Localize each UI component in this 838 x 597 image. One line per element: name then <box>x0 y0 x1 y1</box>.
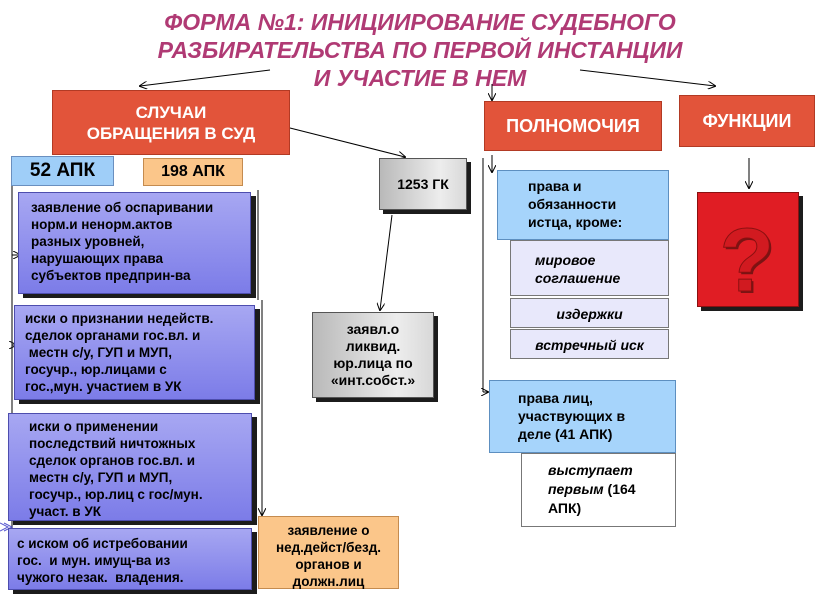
case-3-line-1: иски о применении <box>29 419 159 434</box>
case-box-4: с иском об истребовании гос. и мун. имущ… <box>8 528 252 590</box>
liquidation-line-4: «инт.собст.» <box>330 372 416 388</box>
exception-settlement-label: мировое соглашение <box>535 252 621 286</box>
plaintiff-rights-line-1: права и <box>528 178 582 194</box>
invalid-action-box: заявление о нед.дейст/безд. органов и до… <box>258 516 399 589</box>
case-3-line-5: госучр., юр.лиц с гос/мун. <box>29 487 203 502</box>
invalid-line-4: должн.лиц <box>292 574 365 589</box>
exception-counterclaim: встречный иск <box>510 329 669 359</box>
case-3-line-2: последствий ничтожных <box>29 436 196 451</box>
functions-header-label: ФУНКЦИИ <box>702 110 792 131</box>
tag-198-apk: 198 АПК <box>143 158 243 186</box>
case-1-line-3: разных уровней, <box>31 234 145 249</box>
case-2-line-4: госучр., юр.лицами с <box>25 362 167 377</box>
title-line-1: ФОРМА №1: ИНИЦИИРОВАНИЕ СУДЕБНОГО <box>164 9 676 35</box>
cases-header-line-1: СЛУЧАИ <box>135 102 207 122</box>
tag-1253-gk: 1253 ГК <box>379 158 467 210</box>
cases-header-line-2: ОБРАЩЕНИЯ В СУД <box>86 123 256 143</box>
cases-header: СЛУЧАИ ОБРАЩЕНИЯ В СУД <box>52 90 290 155</box>
case-3-line-6: участ. в УК <box>29 504 101 519</box>
case-2-line-2: сделок органами гос.вл. и <box>25 328 201 343</box>
functions-question-box: ? ? <box>697 192 799 314</box>
liquidation-box: заявл.о ликвид. юр.лица по «инт.собст.» <box>312 312 434 398</box>
case-4-line-2: гос. и мун. имущ-ва из <box>17 553 171 568</box>
tag-52-apk: 52 АПК <box>11 156 114 186</box>
question-mark-glyph: ? <box>720 211 775 308</box>
liquidation-line-3: юр.лица по <box>333 355 413 371</box>
invalid-line-3: органов и <box>295 557 362 572</box>
powers-header: ПОЛНОМОЧИЯ <box>484 101 662 151</box>
title-line-2: РАЗБИРАТЕЛЬСТВА ПО ПЕРВОЙ ИНСТАНЦИИ <box>157 37 683 63</box>
plaintiff-rights-box: права и обязанности истца, кроме: <box>497 170 669 240</box>
participant-rights-line-1: права лиц, <box>518 390 593 406</box>
case-1-line-5: субъектов предприн-ва <box>31 268 191 283</box>
case-2-line-1: иски о признании недейств. <box>25 311 214 326</box>
case-4-line-3: чужого незак. владения. <box>17 570 184 585</box>
case-1-line-2: норм.и ненорм.актов <box>31 217 173 232</box>
invalid-line-2: нед.дейст/безд. <box>275 540 382 555</box>
plaintiff-rights-line-2: обязанности <box>528 196 617 212</box>
exception-costs: издержки <box>510 298 669 328</box>
case-2-line-5: гос.,мун. участием в УК <box>25 379 182 394</box>
tag-52-apk-label: 52 АПК <box>29 160 96 181</box>
question-mark-shadow: ? <box>722 213 777 308</box>
question-mark-icon: ? ? <box>719 211 777 314</box>
speaks-first-italic: выступает первым <box>548 462 633 497</box>
speaks-first-rest: (164 АПК) <box>548 481 636 516</box>
liquidation-line-1: заявл.о <box>346 321 400 337</box>
case-2-line-3: местн с/у, ГУП и МУП, <box>25 345 172 360</box>
liquidation-line-2: ликвид. <box>345 338 401 354</box>
participant-rights-line-2: участвующих в <box>518 408 626 424</box>
exception-counterclaim-label: встречный иск <box>535 337 644 353</box>
case-3-line-4: местн с/у, ГУП и МУП, <box>29 470 173 485</box>
case-box-3: иски о применении последствий ничтожных … <box>8 413 252 521</box>
case-4-line-1: с иском об истребовании <box>17 536 188 551</box>
invalid-line-1: заявление о <box>287 523 370 538</box>
case-1-line-1: заявление об оспаривании <box>31 200 214 215</box>
speaks-first-box: выступает первым (164 АПК) <box>521 453 676 527</box>
page-title: ФОРМА №1: ИНИЦИИРОВАНИЕ СУДЕБНОГО РАЗБИР… <box>60 8 780 92</box>
exception-settlement: мировое соглашение <box>510 240 669 296</box>
title-line-3: И УЧАСТИЕ В НЕМ <box>313 65 527 91</box>
case-3-line-3: сделок органов гос.вл. и <box>29 453 196 468</box>
powers-header-label: ПОЛНОМОЧИЯ <box>506 115 640 136</box>
case-box-1: заявление об оспаривании норм.и ненорм.а… <box>18 192 251 294</box>
case-box-2: иски о признании недейств. сделок органа… <box>14 305 255 400</box>
plaintiff-rights-line-3: истца, кроме: <box>528 214 623 230</box>
participant-rights-line-3: деле (41 АПК) <box>518 426 613 442</box>
functions-header: ФУНКЦИИ <box>679 95 815 147</box>
case-1-line-4: нарушающих права <box>31 251 164 266</box>
participant-rights-box: права лиц, участвующих в деле (41 АПК) <box>489 380 676 453</box>
tag-198-apk-label: 198 АПК <box>161 163 225 180</box>
exception-costs-label: издержки <box>556 306 623 322</box>
tag-1253-gk-label: 1253 ГК <box>397 175 449 192</box>
